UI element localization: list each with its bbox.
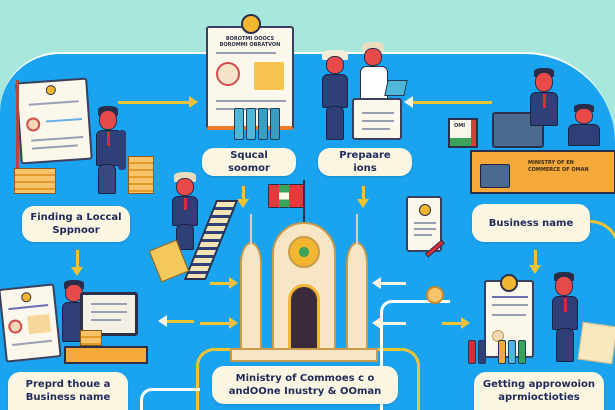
office-desk: MINISTRY OF EN COMMERCE OF OMAN bbox=[470, 150, 615, 194]
coin-stack bbox=[128, 156, 154, 194]
seal-icon bbox=[241, 14, 261, 34]
man-climbing-ladder bbox=[168, 172, 204, 252]
official-seated bbox=[566, 104, 602, 146]
ministry-building bbox=[272, 222, 336, 352]
official-standing bbox=[526, 68, 562, 128]
spire-left bbox=[250, 214, 252, 244]
minaret-left bbox=[240, 242, 262, 350]
arrow-down bbox=[357, 186, 369, 208]
arrow-right bbox=[200, 317, 238, 329]
oman-flag bbox=[268, 184, 304, 208]
label-business-name: Business name bbox=[472, 204, 590, 242]
connector-line-left bbox=[140, 388, 200, 410]
arrow-right bbox=[210, 277, 238, 289]
laptop-icon bbox=[384, 80, 408, 96]
oman-flag-sign: OMI bbox=[448, 118, 478, 148]
emblem-icon bbox=[216, 62, 240, 86]
easel-document bbox=[15, 77, 93, 165]
note-box bbox=[254, 62, 284, 90]
arrow-right bbox=[442, 317, 470, 329]
computer-monitor bbox=[80, 292, 138, 336]
man-in-suit-headdress bbox=[318, 50, 354, 140]
label-squcal-soomor: Squcal soomor bbox=[202, 148, 296, 176]
document-stand bbox=[352, 98, 402, 140]
binder bbox=[234, 108, 244, 140]
easel-leg bbox=[16, 80, 19, 192]
man-with-approval bbox=[548, 272, 582, 364]
printer-icon bbox=[480, 164, 510, 188]
binder bbox=[246, 108, 256, 140]
minaret-right bbox=[346, 242, 368, 350]
binder bbox=[518, 340, 526, 364]
coin-stack bbox=[14, 168, 56, 194]
arrow-down bbox=[237, 186, 249, 208]
chair bbox=[118, 130, 126, 170]
arrow-left bbox=[158, 315, 194, 327]
arrow-left bbox=[372, 277, 406, 289]
label-finding-sponsor: Finding a Loccal Sppnoor bbox=[22, 206, 130, 242]
building-steps bbox=[230, 348, 378, 362]
work-desk bbox=[64, 346, 148, 364]
arrow-down bbox=[71, 250, 83, 276]
binder bbox=[468, 340, 476, 364]
note-box bbox=[27, 313, 52, 335]
paper-stack bbox=[577, 321, 615, 365]
binder bbox=[498, 340, 506, 364]
ministry-door bbox=[288, 284, 320, 352]
binder bbox=[270, 108, 280, 140]
certificate-heading: BOROTMI OOOCS BOROMMI OBRATVON bbox=[219, 36, 281, 48]
arrow-right bbox=[118, 96, 198, 108]
flag-pole bbox=[303, 180, 305, 230]
label-prepare-ions: Prepaare ions bbox=[318, 148, 412, 176]
connector-line-white bbox=[380, 300, 450, 410]
binder bbox=[478, 340, 486, 364]
desk-sign: MINISTRY OF EN COMMERCE OF OMAN bbox=[528, 160, 589, 173]
binder bbox=[508, 340, 516, 364]
binder bbox=[258, 108, 268, 140]
label-ministry: Ministry of Commoes c o andOOne Inustry … bbox=[212, 366, 398, 404]
label-prepare-business-name: Preprd thoue a Business name bbox=[8, 372, 128, 410]
seal-icon bbox=[500, 274, 518, 292]
coin-icon bbox=[426, 286, 444, 304]
label-getting-approval: Getting approwoion aprmioctioties bbox=[474, 372, 604, 410]
application-form bbox=[0, 283, 62, 363]
arrow-left bbox=[404, 96, 492, 108]
spire-right bbox=[356, 214, 358, 244]
arrow-down bbox=[529, 250, 541, 274]
coin-stack bbox=[80, 330, 102, 346]
arrow-left bbox=[372, 317, 406, 329]
ministry-emblem bbox=[288, 236, 320, 268]
